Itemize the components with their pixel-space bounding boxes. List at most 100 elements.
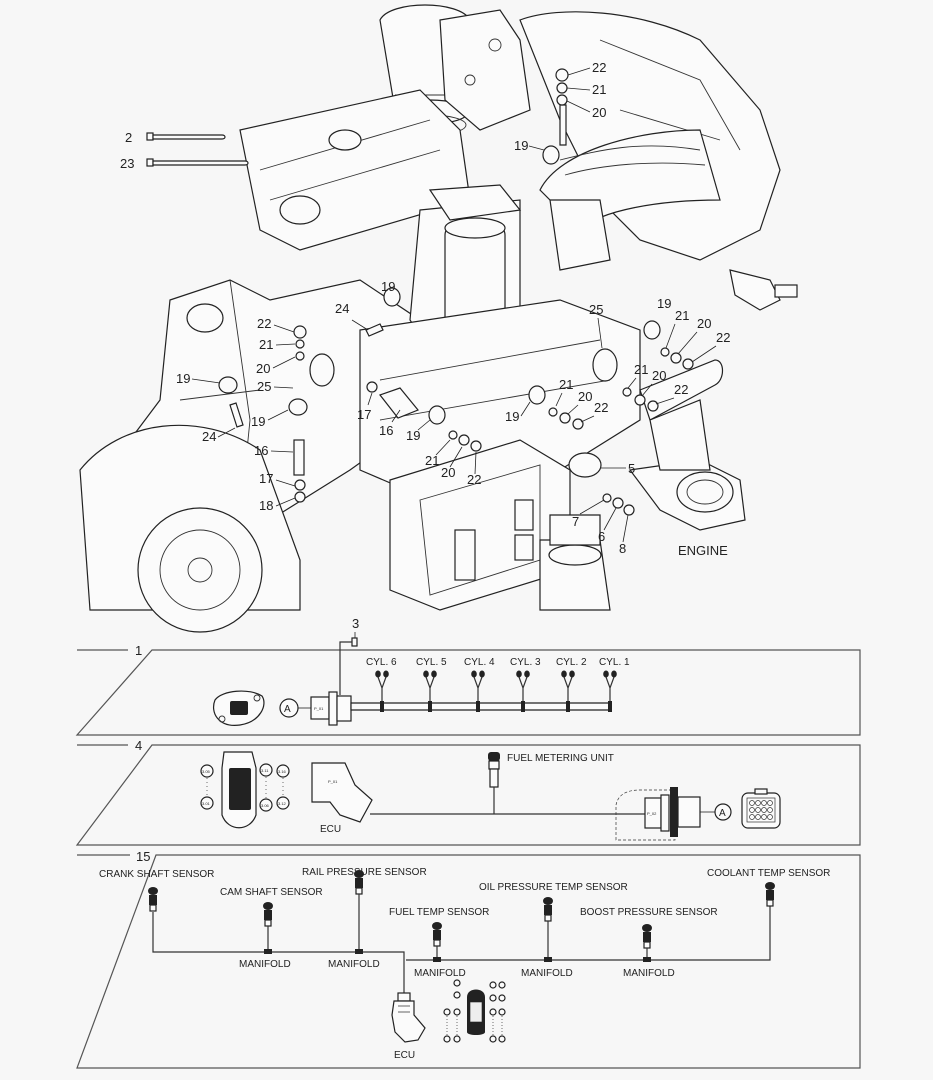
engine-illustration (79, 4, 798, 633)
pin-grid (749, 800, 773, 820)
svg-text:19: 19 (505, 409, 519, 424)
svg-text:21: 21 (559, 377, 573, 392)
svg-text:3.06: 3.06 (261, 803, 270, 808)
group-1-injector-harness: 1 3 A P_01 CYL. 6 CYL. 5 CYL. 4 CYL. 3 C… (75, 616, 861, 736)
svg-text:6: 6 (598, 529, 605, 544)
svg-text:16: 16 (254, 443, 268, 458)
sensor-icon (148, 887, 158, 912)
sensor-icon (432, 922, 442, 962)
injector-terminal (569, 670, 575, 678)
svg-text:20: 20 (578, 389, 592, 404)
engine-label: ENGINE (678, 543, 728, 558)
manifold-label: MANIFOLD (623, 968, 675, 979)
svg-text:20: 20 (652, 368, 666, 383)
group-15-sensor-harness: 15 CRANK SHAFT SENSOR CAM SHAFT SENSOR R… (76, 849, 861, 1069)
svg-text:21: 21 (259, 337, 273, 352)
sensor-label: RAIL PRESSURE SENSOR (302, 867, 427, 878)
svg-text:3.11: 3.11 (261, 768, 269, 773)
svg-text:19: 19 (657, 296, 671, 311)
svg-text:20: 20 (697, 316, 711, 331)
cyl-label: CYL. 6 (366, 657, 397, 668)
ecu-label: ECU (394, 1050, 415, 1061)
svg-text:18: 18 (259, 498, 273, 513)
cylinder-branch (423, 670, 437, 712)
svg-text:24: 24 (335, 301, 349, 316)
svg-text:5: 5 (628, 461, 635, 476)
svg-text:19: 19 (251, 414, 265, 429)
svg-text:25: 25 (257, 379, 271, 394)
group-4-callout: 4 (135, 738, 142, 753)
cylinder-branch (561, 670, 575, 712)
injector-terminal (471, 670, 477, 678)
svg-text:17: 17 (259, 471, 273, 486)
connector-ref-a-2: A (719, 808, 726, 819)
connector-ref-a-1: A (284, 704, 291, 715)
injector-terminal (375, 670, 381, 678)
sensor-label: CRANK SHAFT SENSOR (99, 869, 214, 880)
cylinder-branches (375, 670, 617, 712)
sensor-label: FUEL TEMP SENSOR (389, 907, 489, 918)
ecu-pin-labels: 3.05 3.01 3.11 3.16 3.06 3.12 (200, 763, 290, 812)
svg-text:3.12: 3.12 (278, 801, 287, 806)
sensor-icon (642, 924, 652, 962)
svg-text:22: 22 (716, 330, 730, 345)
sensors (148, 870, 775, 962)
cylinder-branch (375, 670, 389, 712)
svg-text:7: 7 (572, 514, 579, 529)
screw-callout: 3 (352, 616, 359, 631)
svg-text:20: 20 (592, 105, 606, 120)
svg-text:19: 19 (406, 428, 420, 443)
sensor-label: CAM SHAFT SENSOR (220, 887, 323, 898)
svg-text:20: 20 (256, 361, 270, 376)
injector-terminal (611, 670, 617, 678)
manifold-label: MANIFOLD (521, 968, 573, 979)
sensor-icon (354, 870, 364, 954)
cylinder-branch (471, 670, 485, 712)
cyl-label: CYL. 4 (464, 657, 495, 668)
svg-text:25: 25 (589, 302, 603, 317)
group-4-fuel-metering-harness: 4 3.05 3.01 3.11 3.16 3.06 3.12 P_01 ECU (75, 738, 861, 846)
injector-terminal (479, 670, 485, 678)
sensor-label: COOLANT TEMP SENSOR (707, 868, 830, 879)
svg-text:20: 20 (441, 465, 455, 480)
svg-text:3.16: 3.16 (278, 769, 287, 774)
svg-text:22: 22 (674, 382, 688, 397)
group-1-callout: 1 (135, 643, 142, 658)
cyl-label: CYL. 2 (556, 657, 587, 668)
manifold-label: MANIFOLD (414, 968, 466, 979)
injector-terminal (431, 670, 437, 678)
ecu-label: ECU (320, 824, 341, 835)
cyl-label: CYL. 1 (599, 657, 630, 668)
connector-code-p02: P_02 (647, 811, 657, 816)
fuel-metering-unit-label: FUEL METERING UNIT (507, 753, 614, 764)
svg-text:22: 22 (257, 316, 271, 331)
svg-text:19: 19 (176, 371, 190, 386)
svg-text:2: 2 (125, 130, 132, 145)
svg-text:3.05: 3.05 (202, 769, 211, 774)
cable-tie-2: 2 (125, 130, 226, 145)
svg-text:8: 8 (619, 541, 626, 556)
cylinder-labels: CYL. 6 CYL. 5 CYL. 4 CYL. 3 CYL. 2 CYL. … (366, 657, 630, 668)
svg-text:21: 21 (592, 82, 606, 97)
sensor-ecu-connector: ECU (391, 992, 426, 1061)
cable-tie-23: 23 (120, 156, 249, 171)
svg-text:21: 21 (425, 453, 439, 468)
svg-text:24: 24 (202, 429, 216, 444)
washer-stacks (293, 68, 694, 516)
svg-text:3.01: 3.01 (202, 801, 211, 806)
sensor-label: OIL PRESSURE TEMP SENSOR (479, 882, 628, 893)
svg-text:21: 21 (634, 362, 648, 377)
svg-text:17: 17 (357, 407, 371, 422)
cyl-label: CYL. 3 (510, 657, 541, 668)
ecu-connector-code: P_01 (328, 779, 338, 784)
svg-text:19: 19 (381, 279, 395, 294)
sensor-icon (765, 882, 775, 907)
injector-terminal (516, 670, 522, 678)
svg-text:21: 21 (675, 308, 689, 323)
svg-text:22: 22 (594, 400, 608, 415)
cylinder-branch (516, 670, 530, 712)
injector-terminal (383, 670, 389, 678)
injector-terminal (561, 670, 567, 678)
sensor-ecu-face (443, 979, 506, 1043)
